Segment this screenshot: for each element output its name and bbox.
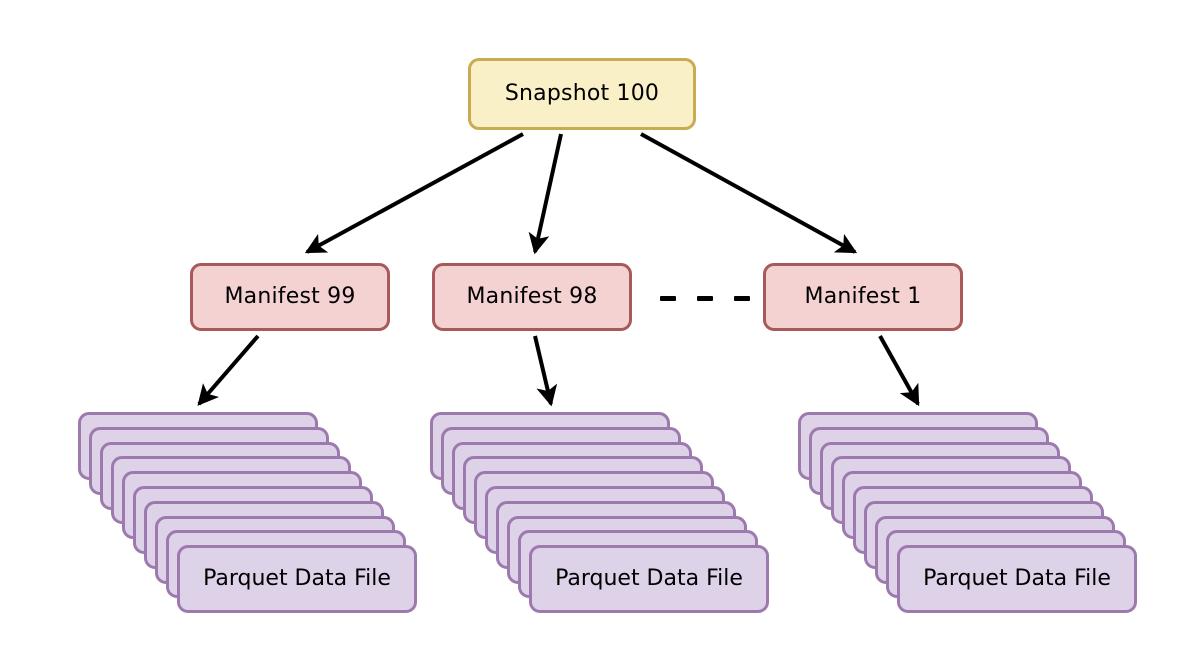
edge-snapshot-to-manifest-98: [528, 133, 563, 255]
edge-manifest-1-to-stack-3: [878, 335, 920, 407]
parquet-data-file-front-card[interactable]: Parquet Data File: [897, 545, 1137, 614]
parquet-data-file-label: Parquet Data File: [923, 566, 1111, 592]
node-manifest-98-label: Manifest 98: [466, 284, 598, 309]
parquet-data-file-front-card[interactable]: Parquet Data File: [529, 545, 769, 614]
node-manifest-99[interactable]: Manifest 99: [190, 263, 390, 331]
parquet-data-file-front-card[interactable]: Parquet Data File: [177, 545, 417, 614]
manifest-ellipsis: [660, 283, 750, 313]
edge-manifest-98-to-stack-2: [533, 335, 558, 407]
edge-snapshot-to-manifest-1: [640, 132, 858, 254]
parquet-data-file-label: Parquet Data File: [203, 566, 391, 592]
ellipsis-dash-icon: [660, 295, 676, 301]
ellipsis-dash-icon: [734, 295, 750, 301]
node-manifest-98[interactable]: Manifest 98: [432, 263, 632, 331]
parquet-stack-2[interactable]: Parquet Data File: [430, 412, 780, 617]
node-manifest-1-label: Manifest 1: [804, 284, 922, 309]
node-manifest-99-label: Manifest 99: [224, 284, 356, 309]
node-snapshot-100-label: Snapshot 100: [504, 81, 660, 106]
edge-manifest-99-to-stack-1: [197, 334, 260, 406]
parquet-stack-1[interactable]: Parquet Data File: [78, 412, 428, 617]
node-manifest-1[interactable]: Manifest 1: [763, 263, 963, 331]
parquet-data-file-label: Parquet Data File: [555, 566, 743, 592]
parquet-stack-3[interactable]: Parquet Data File: [798, 412, 1148, 617]
node-snapshot-100[interactable]: Snapshot 100: [468, 58, 696, 130]
ellipsis-dash-icon: [697, 295, 713, 301]
edge-snapshot-to-manifest-99: [304, 132, 524, 254]
